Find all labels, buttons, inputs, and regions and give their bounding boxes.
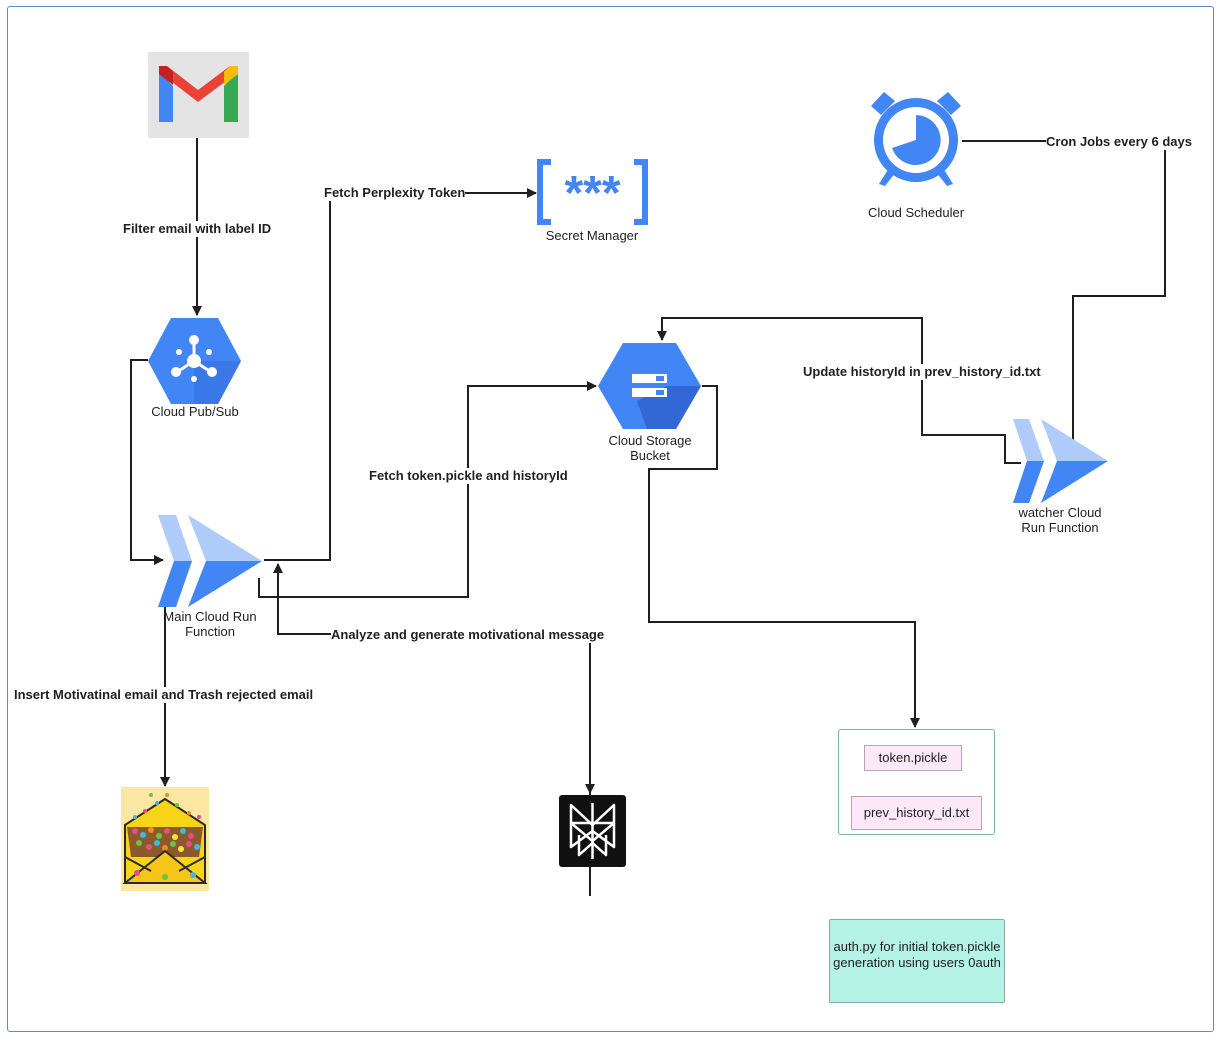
gmail-icon <box>148 52 249 138</box>
diagram-frame <box>7 6 1214 1032</box>
edge-label-fetch-token: Fetch Perplexity Token <box>324 185 466 201</box>
pubsub-label: Cloud Pub/Sub <box>151 404 239 419</box>
envelope-confetti-icon <box>121 787 209 891</box>
edge-analyze-main <box>273 563 591 896</box>
edge-label-analyze: Analyze and generate motivational messag… <box>331 627 605 643</box>
edge-main-storage <box>258 381 597 598</box>
edge-label-insert: Insert Motivatinal email and Trash rejec… <box>14 687 314 703</box>
edge-label-update: Update historyId in prev_history_id.txt <box>803 364 1041 380</box>
cloud-scheduler-icon <box>867 88 965 188</box>
edge-scheduler-watcher <box>962 140 1166 462</box>
edge-label-fetch-pickle: Fetch token.pickle and historyId <box>369 468 568 484</box>
auth-note: auth.py for initial token.pickle generat… <box>829 919 1005 1003</box>
edge-main-secret <box>264 188 537 561</box>
edge-label-cron: Cron Jobs every 6 days <box>1046 134 1192 150</box>
file-prev-history-id: prev_history_id.txt <box>851 796 982 830</box>
edge-label-filter: Filter email with label ID <box>123 221 272 237</box>
watcher-run-label: watcher Cloud Run Function <box>1018 505 1102 535</box>
storage-label: Cloud Storage Bucket <box>608 433 692 463</box>
edge-storage-files <box>648 385 920 728</box>
cloud-storage-icon <box>597 341 702 431</box>
secret-manager-label: Secret Manager <box>545 228 639 243</box>
secret-manager-icon: *** <box>537 159 648 225</box>
scheduler-label: Cloud Scheduler <box>867 205 965 220</box>
cloud-run-icon <box>158 515 262 608</box>
pubsub-icon <box>147 316 242 406</box>
watcher-run-icon <box>1013 419 1108 503</box>
bucket-files-container <box>838 729 995 835</box>
perplexity-logo-icon <box>559 795 626 867</box>
edge-pubsub-main <box>130 359 164 565</box>
svg-text:***: *** <box>564 167 620 220</box>
file-token-pickle: token.pickle <box>864 745 962 771</box>
edge-watcher-storage <box>657 317 1021 464</box>
main-run-label: Main Cloud Run Function <box>163 609 257 639</box>
